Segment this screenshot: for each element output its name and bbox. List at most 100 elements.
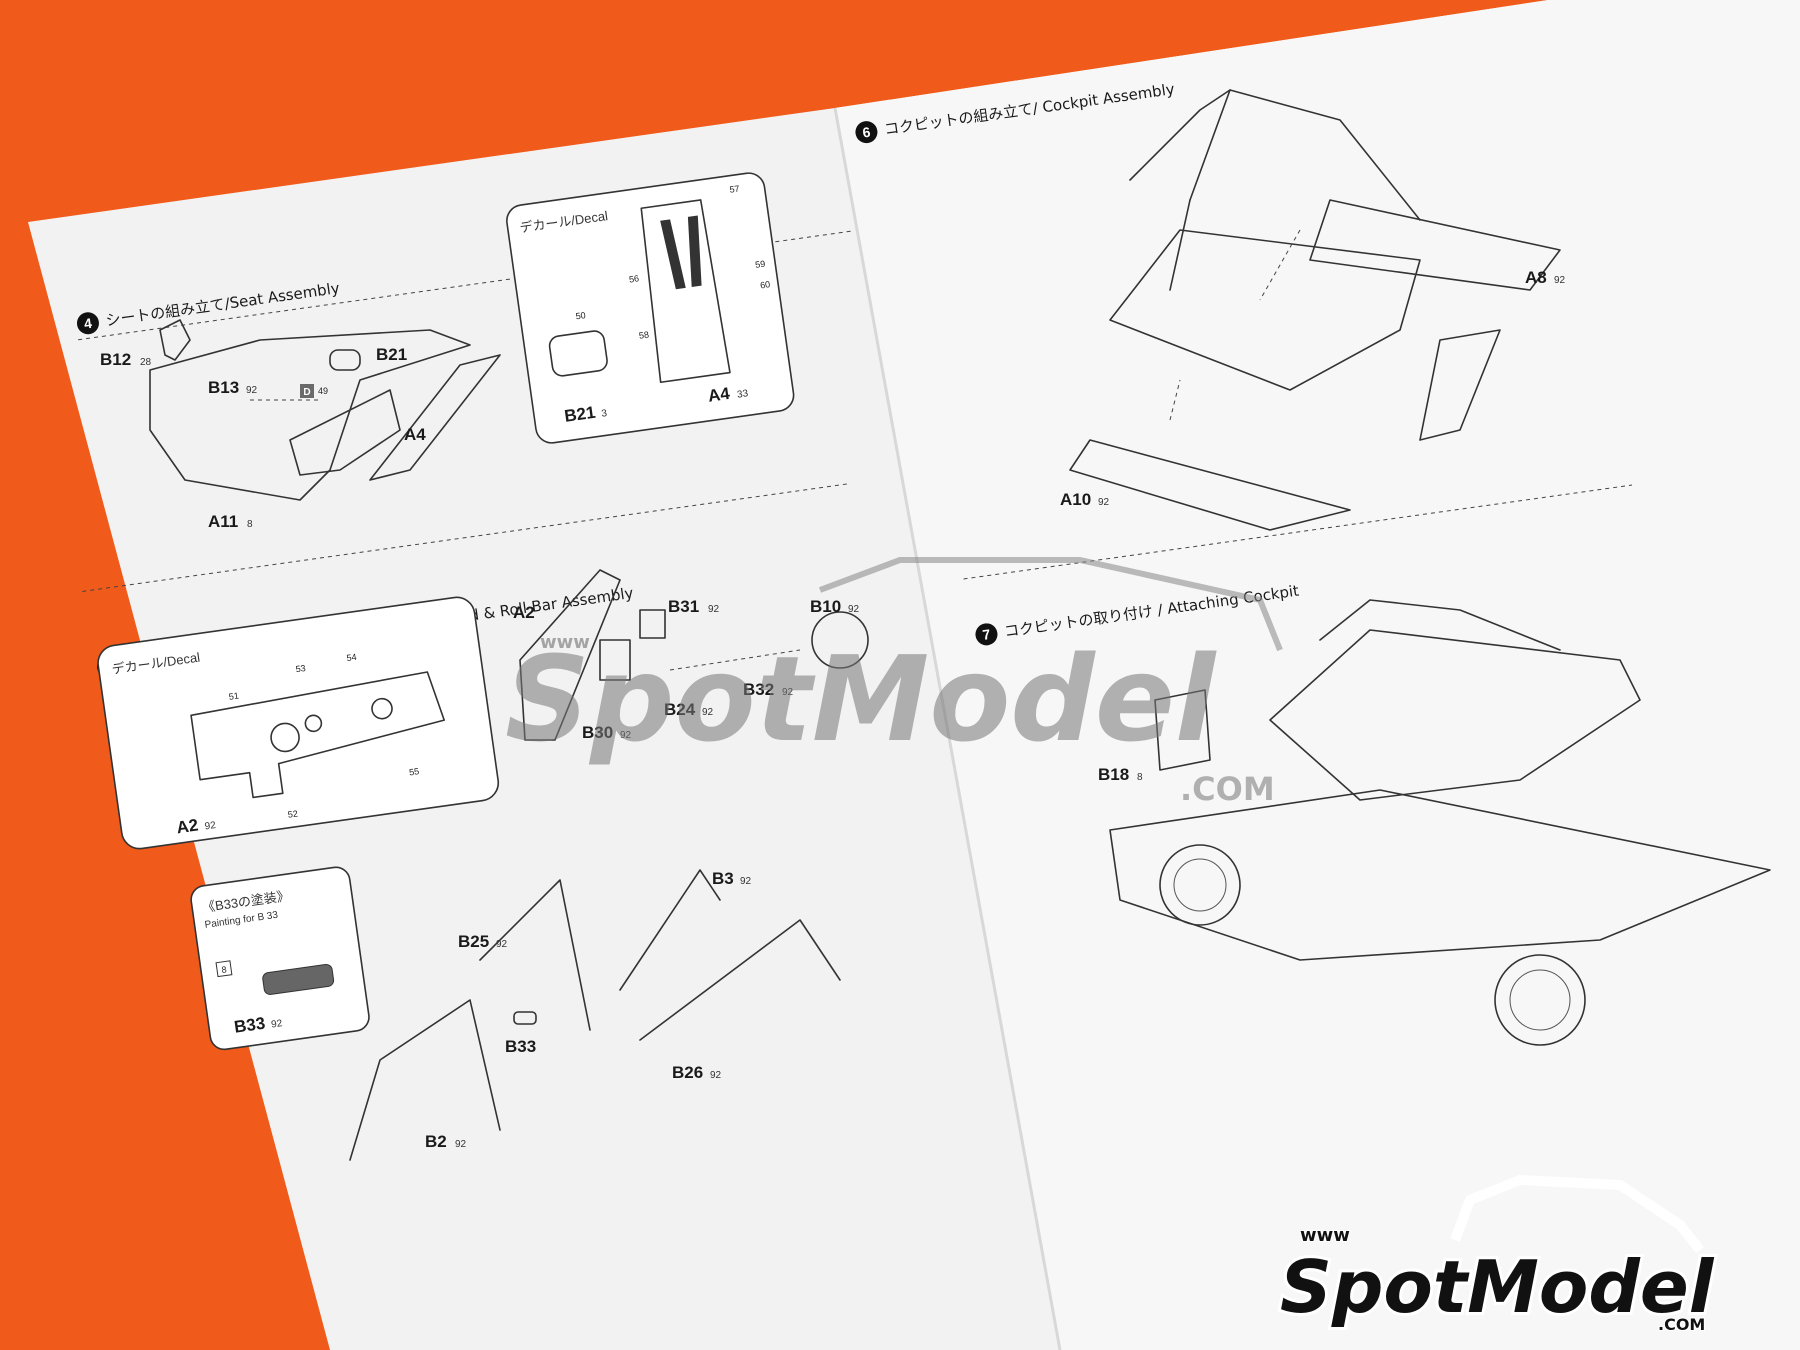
switch-panel-part xyxy=(639,609,666,639)
label-A10: A10 xyxy=(1060,490,1091,509)
decal-55: 55 xyxy=(408,766,419,777)
label-A8-color: 92 xyxy=(1554,275,1566,286)
label-B21: B21 xyxy=(376,345,407,364)
gauge-small xyxy=(304,714,323,733)
cockpit-arrow-1 xyxy=(1259,229,1301,301)
label-B32: B32 xyxy=(743,680,774,699)
seat-diagram xyxy=(640,199,731,384)
decal-57: 57 xyxy=(729,183,740,194)
seat-chassis-diagram xyxy=(149,319,501,501)
steering-column-line xyxy=(669,649,801,671)
gauge-right xyxy=(371,697,393,720)
seat-part xyxy=(289,389,401,476)
steering-wheel-part xyxy=(811,611,869,669)
panel-right-sill xyxy=(1419,329,1501,441)
label-B21-decal: B21 xyxy=(563,403,597,426)
decal-51: 51 xyxy=(228,691,239,702)
label-B12-color: 28 xyxy=(140,357,152,368)
rollbar-B26 xyxy=(639,919,841,1041)
cockpit-tub xyxy=(1109,229,1421,391)
watermark-com: .COM xyxy=(1180,770,1275,808)
label-B25: B25 xyxy=(458,932,489,951)
step-7-number xyxy=(975,623,998,646)
panel-A10 xyxy=(1069,439,1351,531)
seat-harness xyxy=(660,215,702,290)
decal-marker-letter: D xyxy=(303,387,310,398)
label-A11: A11 xyxy=(208,512,238,531)
decal-60: 60 xyxy=(759,279,770,290)
label-A4-decal-color: 33 xyxy=(736,388,749,401)
label-B25-color: 92 xyxy=(496,939,508,950)
label-A4: A4 xyxy=(404,425,426,444)
gauge-main xyxy=(270,722,300,753)
label-B32-color: 92 xyxy=(782,687,794,698)
dashboard-decal-panel: デカール/Decal A2 92 51 52 53 54 55 xyxy=(97,596,500,850)
fire-extinguisher-part xyxy=(329,349,361,371)
step-7-number-text: 7 xyxy=(981,626,991,643)
front-wheel-rim xyxy=(1173,858,1227,912)
painting-panel: 《B33の塗装》 Painting for B 33 8 B33 92 xyxy=(190,866,370,1051)
label-B33: B33 xyxy=(505,1037,536,1056)
pedal-part xyxy=(159,319,191,361)
dashboard-part xyxy=(519,569,621,741)
label-A2: A2 xyxy=(175,815,199,837)
decal-59: 59 xyxy=(755,259,766,270)
label-B26-color: 92 xyxy=(710,1070,722,1081)
spotmodel-logo: www SpotModel .COM xyxy=(1277,1174,1718,1335)
decal-53: 53 xyxy=(295,663,306,674)
extinguisher-diagram xyxy=(548,330,608,377)
seat-decal-box xyxy=(506,172,795,444)
logo-text: SpotModel xyxy=(1280,1245,1715,1329)
paint-color-box xyxy=(215,960,233,978)
watermark-car-outline xyxy=(818,557,1283,652)
paint-color-number: 8 xyxy=(221,964,227,975)
dashboard-exploded-diagram xyxy=(519,569,869,741)
mirror-B33 xyxy=(513,1011,537,1025)
cockpit-assembly-diagram xyxy=(1069,89,1561,531)
watermark: www SpotModel .COM xyxy=(505,557,1283,808)
label-B12: B12 xyxy=(100,350,131,369)
rear-wheel-rim xyxy=(1509,969,1571,1031)
painting-box xyxy=(190,866,370,1051)
label-B31-color: 92 xyxy=(708,604,720,615)
attaching-cockpit-diagram xyxy=(1109,599,1771,1046)
rollcage-assembled xyxy=(1319,599,1561,651)
rear-wheel xyxy=(1494,954,1586,1046)
logo-car-outline xyxy=(1450,1174,1704,1254)
label-B13: B13 xyxy=(208,378,239,397)
label-A4-decal: A4 xyxy=(707,384,732,406)
step-7-divider xyxy=(963,484,1633,580)
label-B21-decal-color: 3 xyxy=(601,408,608,420)
label-B24: B24 xyxy=(664,700,696,719)
step-6-number-text: 6 xyxy=(861,124,871,141)
decal-56: 56 xyxy=(628,273,639,284)
decal-50: 50 xyxy=(575,310,586,321)
cockpit-body xyxy=(1269,629,1641,801)
label-B18: B18 xyxy=(1098,765,1129,784)
step-5-divider xyxy=(82,483,850,592)
rollbar-B3 xyxy=(619,869,721,991)
panel-A8 xyxy=(1309,199,1561,291)
page-fold xyxy=(833,107,1062,1350)
label-B2-color: 92 xyxy=(455,1139,467,1150)
label-A11-color: 8 xyxy=(247,519,253,530)
logo-www: www xyxy=(1300,1225,1350,1246)
decal-54: 54 xyxy=(346,652,357,663)
rollcage-top xyxy=(1189,89,1421,221)
label-B3-color: 92 xyxy=(740,876,752,887)
seat-decal-panel: デカール/Decal B21 3 A4 33 50 56 57 58 59 60 xyxy=(506,172,795,444)
side-panel-part xyxy=(369,354,501,481)
label-B31: B31 xyxy=(668,597,699,616)
step-6-number xyxy=(855,121,878,144)
mirror-part xyxy=(262,963,335,995)
cockpit-arrow-2 xyxy=(1169,379,1181,421)
label-B24-color: 92 xyxy=(702,707,714,718)
label-B30: B30 xyxy=(582,723,613,742)
label-B26: B26 xyxy=(672,1063,703,1082)
step-4-number xyxy=(76,312,99,335)
label-A10-color: 92 xyxy=(1098,497,1110,508)
part-B18 xyxy=(1154,689,1211,771)
rollbar-exploded-diagram xyxy=(349,869,841,1161)
watermark-www: www xyxy=(540,632,590,653)
